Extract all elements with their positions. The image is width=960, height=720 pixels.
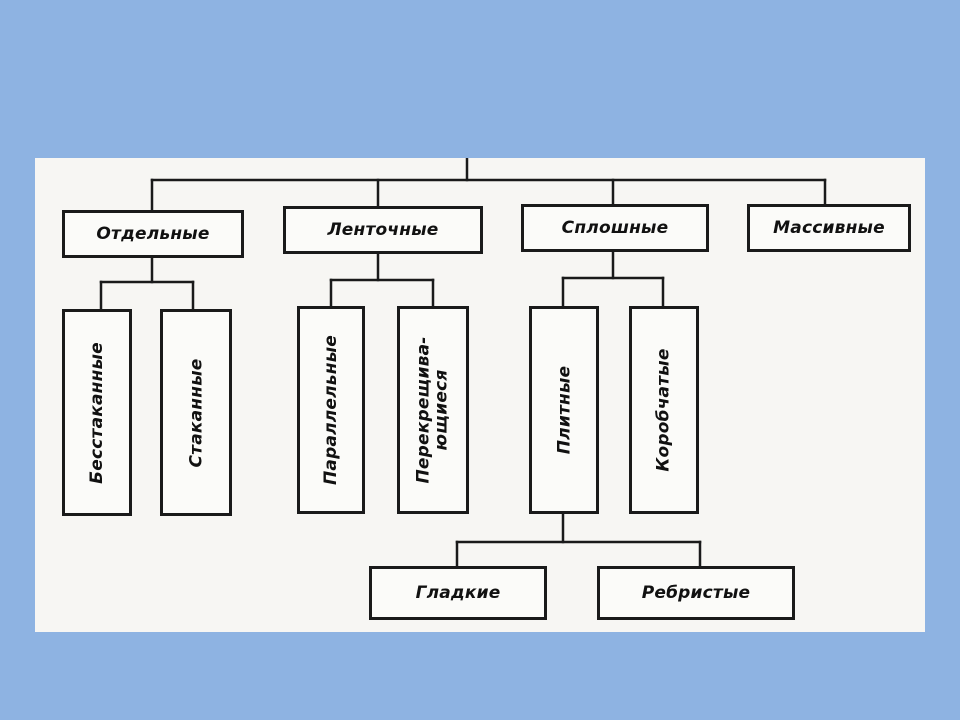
box-lentochnye: Ленточные bbox=[283, 206, 483, 254]
box-bestakannye-label: Бесстаканные bbox=[87, 341, 107, 484]
box-parallelnye: Параллельные bbox=[297, 306, 365, 514]
box-perekreshchivayushchiesya: Перекрещива- ющиеся bbox=[397, 306, 469, 514]
box-rebristye-label: Ребристые bbox=[641, 583, 751, 603]
box-plitnye: Плитные bbox=[529, 306, 599, 514]
box-perekreshchivayushchiesya-label: Перекрещива- ющиеся bbox=[414, 336, 452, 483]
box-sploshnye-label: Сплошные bbox=[561, 218, 669, 238]
box-korobchatye-label: Коробчатые bbox=[654, 348, 675, 472]
box-otdelnye-label: Отдельные bbox=[96, 224, 210, 244]
box-rebristye: Ребристые bbox=[597, 566, 795, 620]
box-massivnye-label: Массивные bbox=[773, 218, 885, 238]
box-gladkie-label: Гладкие bbox=[415, 583, 501, 603]
box-otdelnye: Отдельные bbox=[62, 210, 244, 258]
box-gladkie: Гладкие bbox=[369, 566, 547, 620]
connector-lines bbox=[99, 158, 827, 570]
box-plitnye-label: Плитные bbox=[554, 365, 574, 455]
box-perekreshchivayushchiesya-line2: ющиеся bbox=[432, 369, 452, 451]
box-massivnye: Массивные bbox=[747, 204, 911, 252]
box-stakannye: Стаканные bbox=[160, 309, 232, 516]
diagram-panel: Отдельные Ленточные Сплошные Массивные Б… bbox=[35, 158, 925, 632]
box-korobchatye: Коробчатые bbox=[629, 306, 699, 514]
box-parallelnye-label: Параллельные bbox=[321, 334, 341, 486]
box-lentochnye-label: Ленточные bbox=[327, 220, 439, 240]
box-sploshnye: Сплошные bbox=[521, 204, 709, 252]
box-stakannye-label: Стаканные bbox=[186, 357, 207, 468]
box-bestakannye: Бесстаканные bbox=[62, 309, 132, 516]
